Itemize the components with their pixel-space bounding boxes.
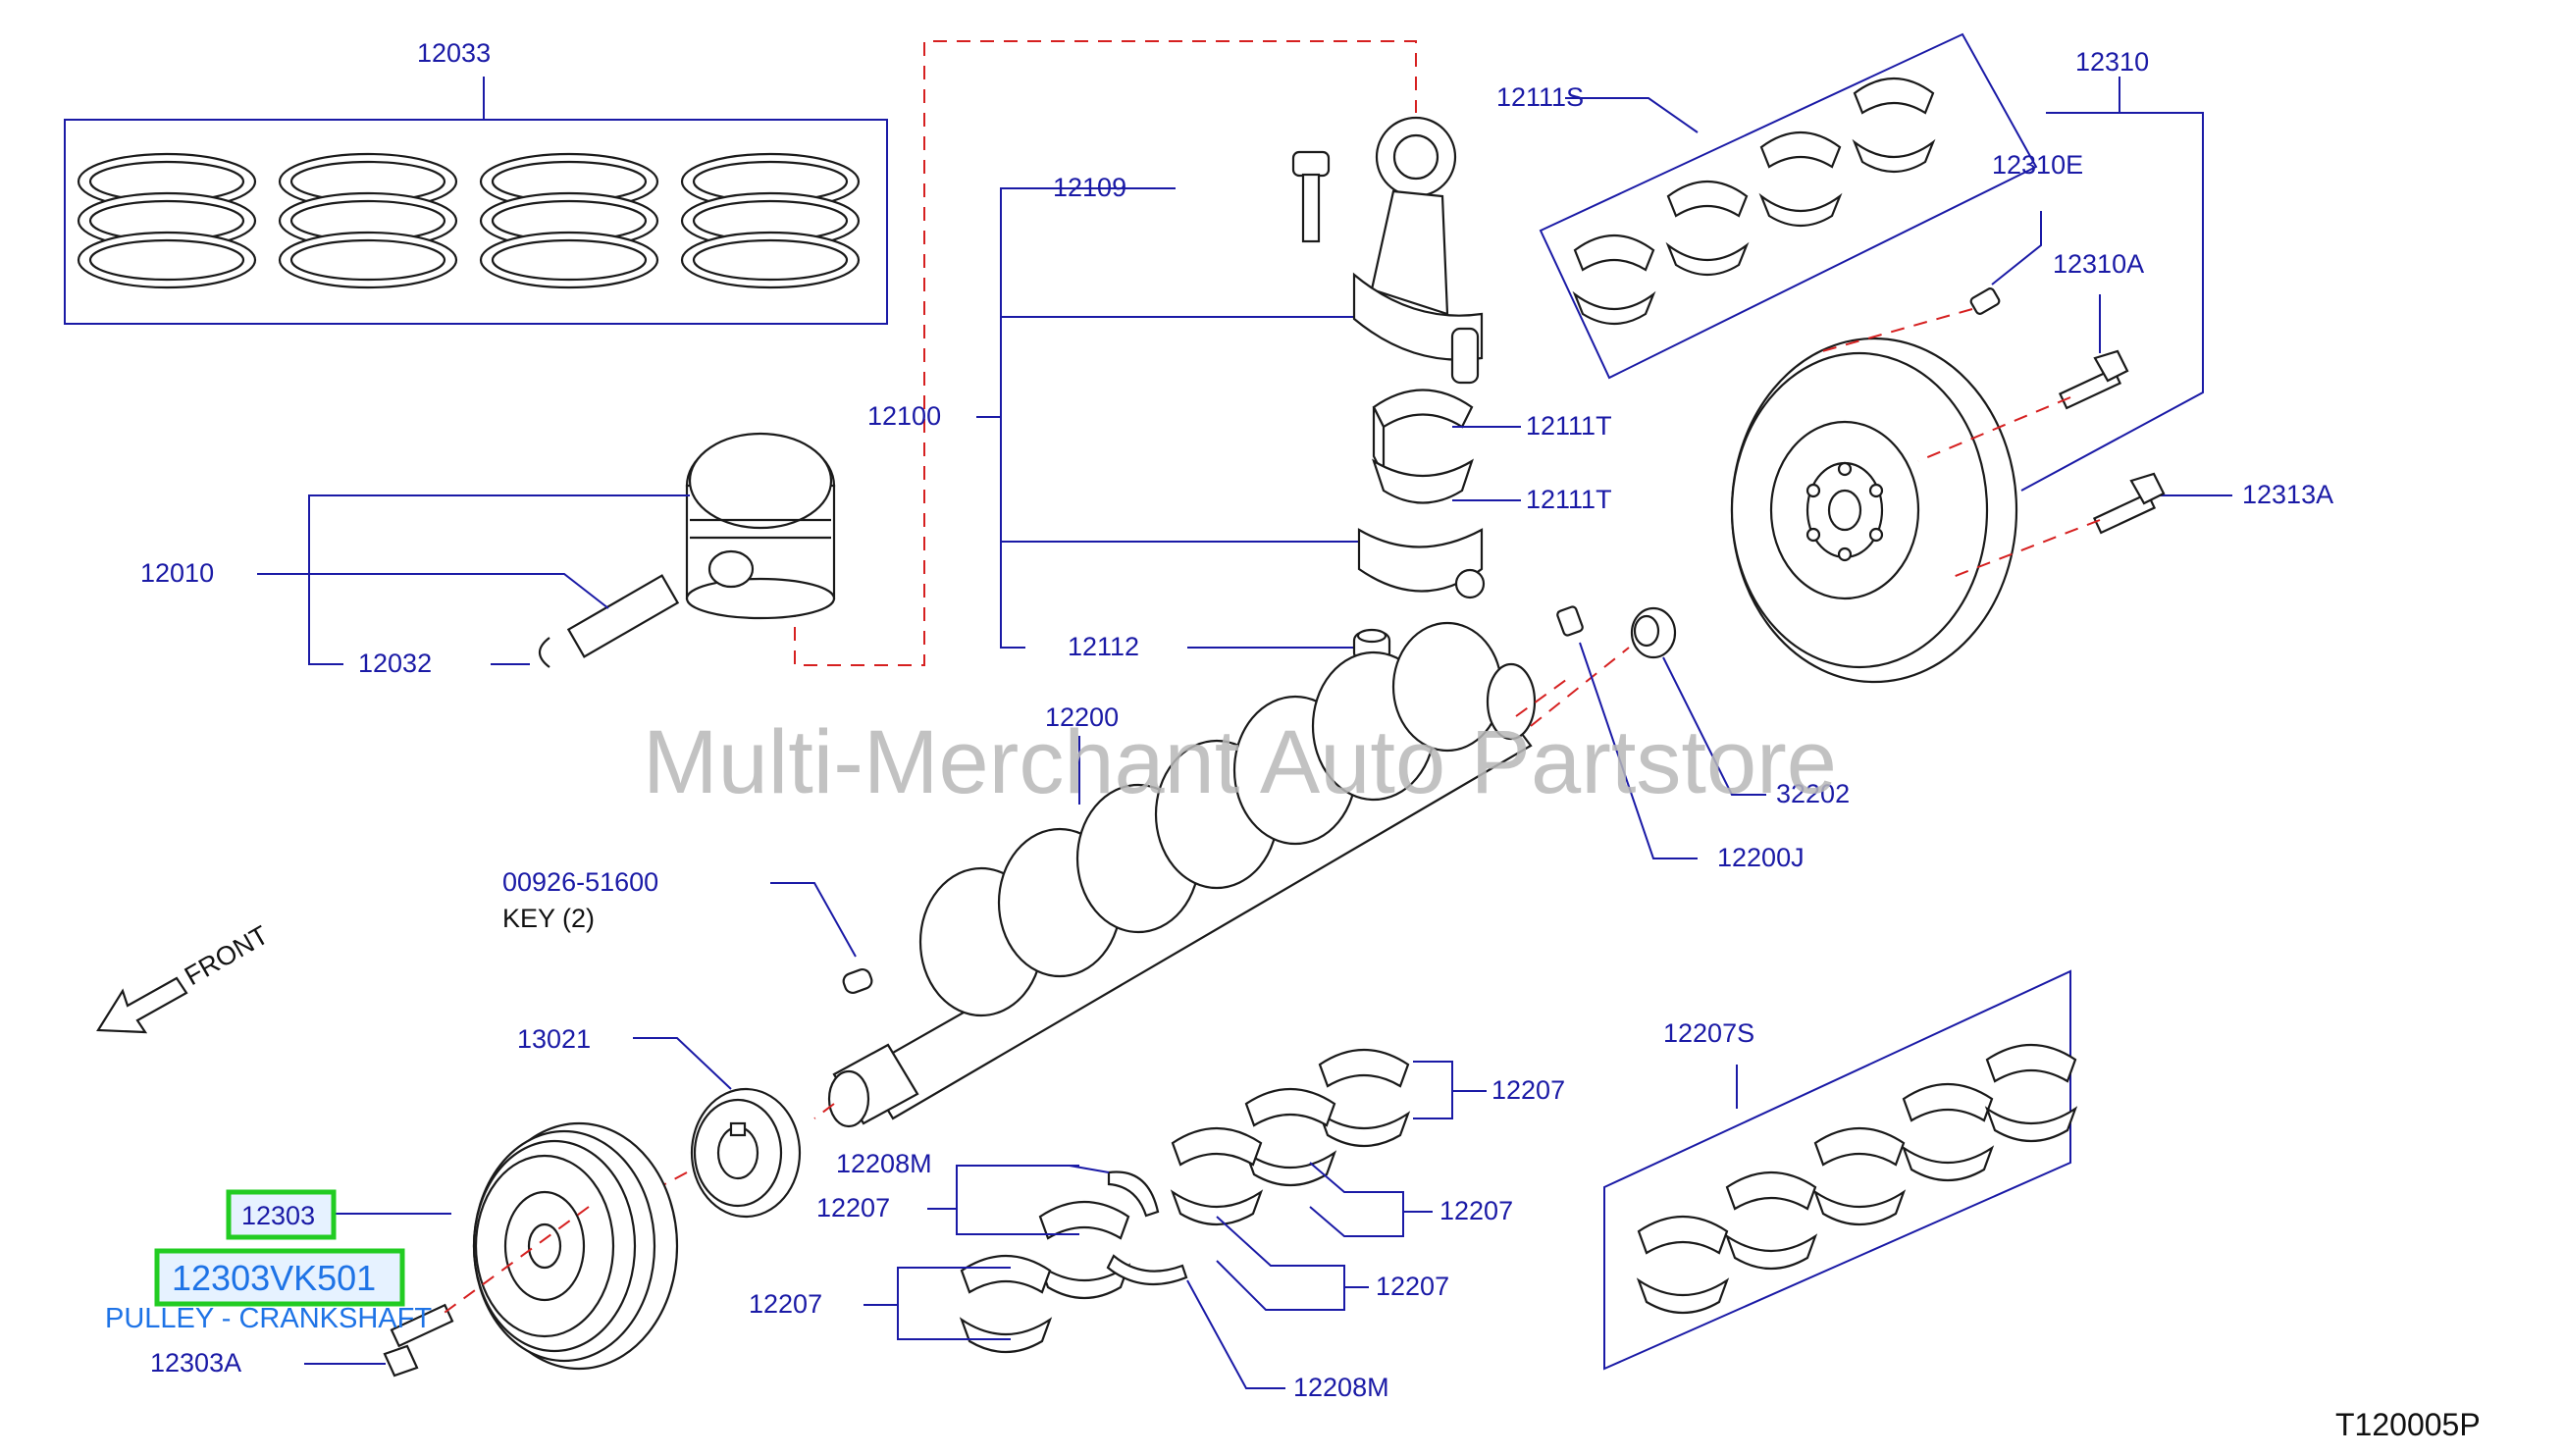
label-12207-e[interactable]: 12207: [749, 1289, 822, 1319]
crankshaft: [827, 621, 1537, 1128]
thrust-washers: [1106, 1170, 1188, 1286]
label-12200[interactable]: 12200: [1045, 702, 1119, 732]
label-12200J[interactable]: 12200J: [1717, 843, 1805, 872]
label-12207-d[interactable]: 12207: [816, 1193, 890, 1222]
connecting-rod: [1352, 116, 1484, 385]
label-32202[interactable]: 32202: [1776, 779, 1850, 808]
piston: [685, 432, 836, 620]
front-label: FRONT: [180, 920, 274, 991]
label-12207-a[interactable]: 12207: [1491, 1075, 1565, 1105]
flywheel: [1730, 337, 2018, 684]
label-12310E[interactable]: 12310E: [1992, 150, 2083, 180]
label-12207-c[interactable]: 12207: [1376, 1272, 1449, 1301]
piston-pin: [566, 574, 680, 658]
label-12208M-a[interactable]: 12208M: [836, 1149, 932, 1178]
conrod-bolt: [1291, 150, 1331, 243]
selected-description: PULLEY - CRANKSHAFT: [105, 1303, 432, 1334]
key-label: KEY (2): [502, 904, 595, 933]
conrod-bearing-set: [1539, 32, 2038, 380]
selected-part-number-box[interactable]: [226, 1189, 337, 1240]
snap-ring: [538, 637, 550, 668]
label-12032[interactable]: 12032: [358, 649, 432, 678]
label-12207-b[interactable]: 12207: [1439, 1196, 1513, 1225]
label-12010[interactable]: 12010: [140, 558, 214, 588]
crankshaft-dowel-pin: [1556, 605, 1584, 637]
selected-full-number[interactable]: 12303VK501: [172, 1258, 376, 1298]
diagram-code: T120005P: [2335, 1407, 2481, 1442]
crankshaft-pulley: [472, 1121, 679, 1371]
selected-full-number-box[interactable]: [154, 1248, 405, 1307]
pulley-bolt: [383, 1303, 454, 1378]
piston-ring-set-4: [680, 152, 861, 289]
piston-ring-set-1: [77, 152, 257, 289]
label-12033[interactable]: 12033: [417, 38, 491, 68]
watermark: Multi-Merchant Auto Partstore: [643, 712, 1837, 812]
label-12111T-upper[interactable]: 12111T: [1526, 411, 1612, 441]
label-12310[interactable]: 12310: [2075, 47, 2149, 77]
label-13021[interactable]: 13021: [517, 1024, 591, 1054]
flywheel-dowel: [1969, 287, 2001, 315]
label-12208M-b[interactable]: 12208M: [1293, 1373, 1389, 1402]
label-12112[interactable]: 12112: [1068, 632, 1139, 661]
piston-ring-set-3: [479, 152, 659, 289]
pilot-bushing: [1630, 606, 1677, 659]
label-12109[interactable]: 12109: [1053, 173, 1126, 202]
front-arrow: [96, 976, 188, 1034]
selected-part-number[interactable]: 12303: [241, 1201, 315, 1230]
label-12207S[interactable]: 12207S: [1663, 1018, 1754, 1048]
flywheel-bolt-b: [2092, 472, 2166, 535]
woodruff-key: [842, 967, 873, 995]
crankshaft-sprocket: [690, 1087, 802, 1219]
flywheel-bolt-a: [2058, 349, 2129, 410]
label-12313A[interactable]: 12313A: [2242, 480, 2333, 509]
piston-rings-group: [64, 77, 888, 325]
label-00926-51600[interactable]: 00926-51600: [502, 867, 658, 897]
conrod-cap: [1357, 528, 1486, 599]
label-12111T-lower[interactable]: 12111T: [1526, 485, 1612, 514]
label-12303A[interactable]: 12303A: [150, 1348, 241, 1378]
piston-ring-set-2: [278, 152, 458, 289]
label-12111S[interactable]: 12111S: [1496, 82, 1584, 112]
label-12100[interactable]: 12100: [867, 401, 941, 431]
main-bearing-set: [1603, 969, 2078, 1371]
conrod-bearing-upper: [1372, 389, 1474, 477]
conrod-bearing-lower: [1372, 458, 1474, 504]
main-bearings-loose: [959, 1049, 1411, 1354]
label-12310A[interactable]: 12310A: [2053, 249, 2144, 279]
